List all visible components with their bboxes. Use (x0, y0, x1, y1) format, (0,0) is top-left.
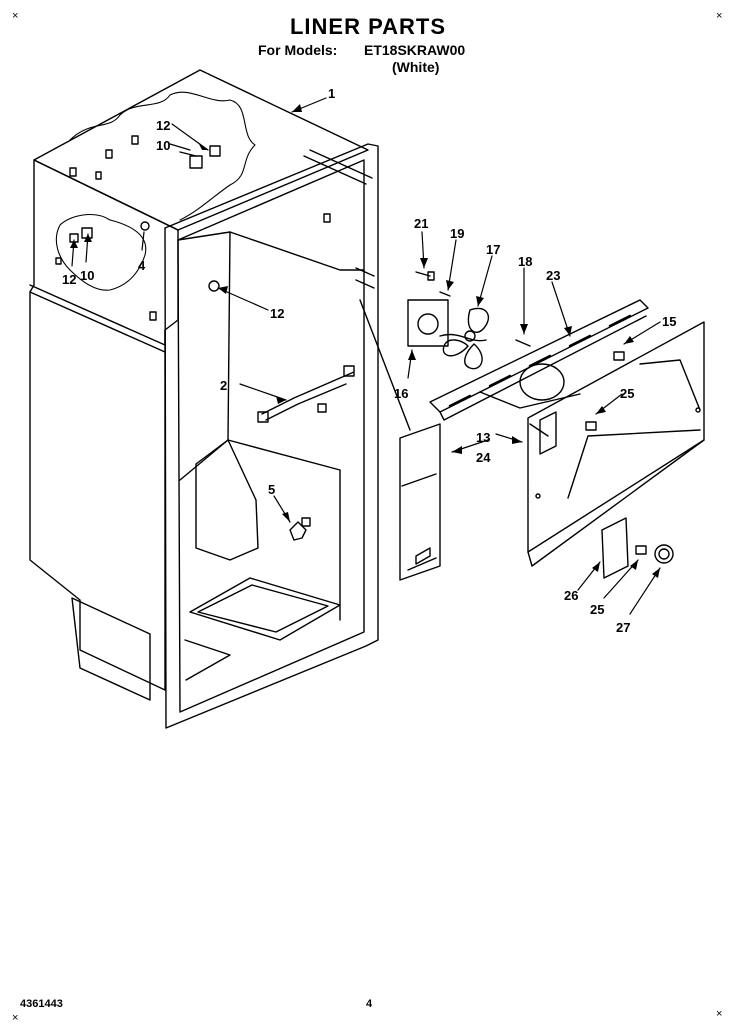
corner-mark-tl: × (12, 10, 19, 22)
callout-15: 15 (662, 314, 676, 329)
hardware-parts-left (69, 145, 355, 541)
callout-25-upper: 25 (620, 386, 634, 401)
callout-24: 24 (476, 450, 491, 465)
callout-labels: 1 12 10 12 10 4 12 2 5 21 19 17 18 23 15… (62, 86, 676, 635)
callout-21: 21 (414, 216, 428, 231)
callout-18: 18 (518, 254, 532, 269)
leader-arrowheads (70, 104, 660, 578)
callout-5: 5 (268, 482, 275, 497)
model-number: ET18SKRAW00 (364, 42, 466, 58)
fan-motor-assembly (407, 271, 531, 370)
callout-27: 27 (616, 620, 630, 635)
callout-26: 26 (564, 588, 578, 603)
corner-mark-tr: × (716, 10, 723, 22)
callout-12-left: 12 (62, 272, 76, 287)
rear-panel-24 (527, 321, 705, 579)
callout-19: 19 (450, 226, 464, 241)
callout-13: 13 (476, 430, 490, 445)
page-number: 4 (366, 998, 373, 1010)
page-title: LINER PARTS (289, 14, 447, 39)
callout-16: 16 (394, 386, 408, 401)
corner-mark-bl: × (12, 1012, 19, 1024)
air-channel-13 (359, 299, 441, 581)
callout-10-left: 10 (80, 268, 94, 283)
callout-10-top: 10 (156, 138, 170, 153)
models-prefix: For Models: (258, 42, 338, 58)
document-number: 4361443 (20, 998, 63, 1010)
callout-12-mid: 12 (270, 306, 284, 321)
liner-cabinet (29, 69, 379, 729)
model-variant: (White) (392, 59, 440, 75)
callout-1: 1 (328, 86, 335, 101)
callout-23: 23 (546, 268, 560, 283)
corner-mark-br: × (716, 1008, 723, 1020)
callout-25-lower: 25 (590, 602, 604, 617)
callout-17: 17 (486, 242, 500, 257)
callout-2: 2 (220, 378, 227, 393)
callout-12-top: 12 (156, 118, 170, 133)
callout-4: 4 (138, 258, 146, 273)
